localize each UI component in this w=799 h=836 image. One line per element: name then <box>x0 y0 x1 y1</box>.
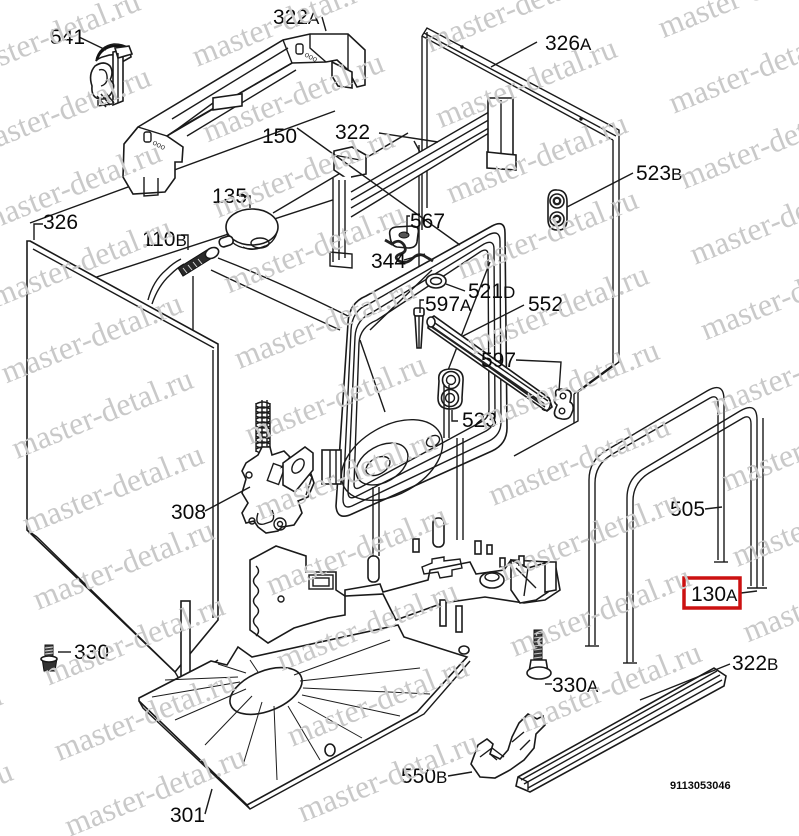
svg-text:344: 344 <box>371 250 406 273</box>
svg-text:597A: 597A <box>425 293 472 316</box>
svg-text:301: 301 <box>170 804 205 827</box>
svg-text:9113053046: 9113053046 <box>670 780 731 792</box>
svg-text:110B: 110B <box>142 228 187 251</box>
svg-text:550B: 550B <box>401 765 447 788</box>
svg-text:322B: 322B <box>732 652 778 675</box>
svg-text:135: 135 <box>212 185 247 208</box>
svg-text:308: 308 <box>171 501 206 524</box>
svg-text:326A: 326A <box>545 32 592 55</box>
svg-text:330: 330 <box>74 641 109 664</box>
svg-text:523: 523 <box>462 409 497 432</box>
svg-text:597: 597 <box>481 349 516 372</box>
svg-text:130A: 130A <box>691 583 738 606</box>
svg-text:330A: 330A <box>552 674 599 697</box>
svg-text:567: 567 <box>410 210 445 233</box>
svg-text:521D: 521D <box>468 280 515 303</box>
svg-text:326: 326 <box>43 211 78 234</box>
svg-text:552: 552 <box>528 293 563 316</box>
svg-text:505: 505 <box>670 498 705 521</box>
svg-text:322: 322 <box>335 121 370 144</box>
svg-text:541: 541 <box>50 26 85 49</box>
svg-text:523B: 523B <box>636 162 682 185</box>
svg-text:150: 150 <box>262 125 297 148</box>
svg-text:322A: 322A <box>273 6 320 29</box>
